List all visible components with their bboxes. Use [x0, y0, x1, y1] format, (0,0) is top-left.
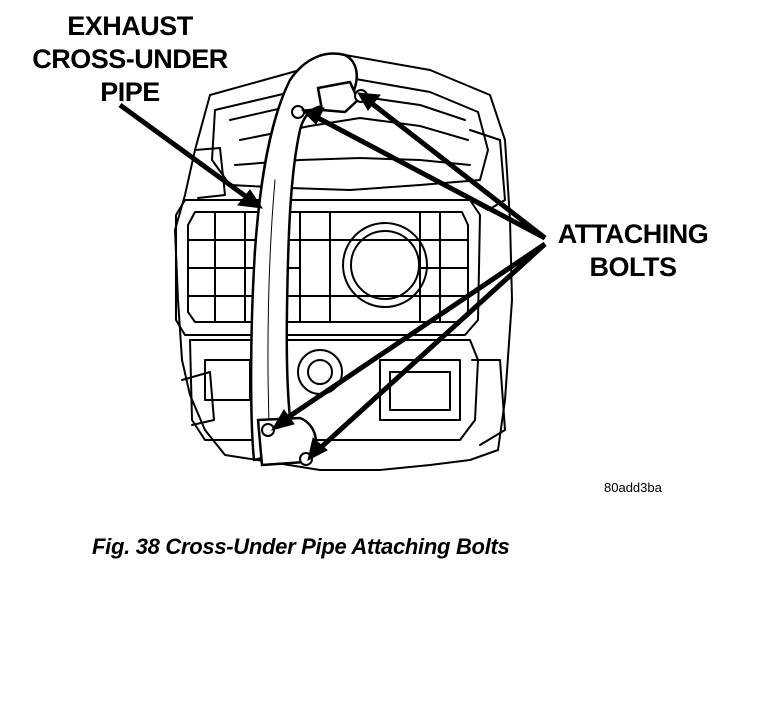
bolt-arrowhead-3	[270, 409, 295, 431]
bolt-upper-left	[291, 105, 305, 119]
bolt-leader-line-2	[368, 100, 547, 240]
exhaust-pipe-label: EXHAUST CROSS-UNDER PIPE	[10, 10, 250, 109]
figure-caption: Fig. 38 Cross-Under Pipe Attaching Bolts	[92, 534, 510, 559]
bolt-leader-line-1	[316, 115, 547, 241]
bolts-label-line-2: BOLTS	[589, 252, 678, 282]
exhaust-arrowhead	[237, 189, 264, 209]
figure-code: 80add3ba	[604, 480, 662, 495]
exhaust-leader-line	[118, 102, 250, 201]
upper-flange	[316, 80, 360, 114]
bolt-arrowhead-1	[300, 107, 325, 125]
oil-pan	[175, 199, 481, 336]
exhaust-label-line-3: PIPE	[100, 77, 160, 107]
bolt-leader-line-4	[316, 242, 547, 452]
bolt-leader-line-3	[282, 241, 547, 423]
pan-boss	[342, 222, 428, 308]
exhaust-label-line-2: CROSS-UNDER	[32, 44, 228, 74]
leader-arrows	[118, 92, 547, 461]
exhaust-label-line-1: EXHAUST	[67, 11, 193, 41]
bolts-label-line-1: ATTACHING	[557, 219, 709, 249]
bolt-arrowhead-4	[307, 437, 328, 461]
bolt-lower-left	[261, 423, 275, 437]
attaching-bolts-label: ATTACHING BOLTS	[548, 218, 718, 284]
engine-block-outline	[174, 54, 513, 471]
bolt-arrowhead-2	[357, 92, 381, 111]
